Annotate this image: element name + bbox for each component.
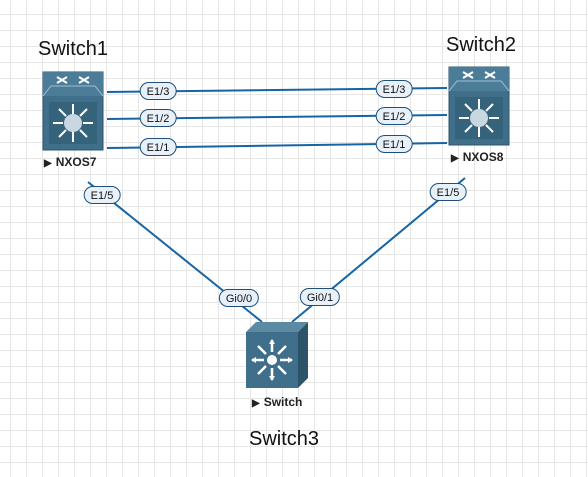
port-label: E1/5 [83,186,121,204]
switch2-device-icon[interactable] [448,66,510,146]
port-label: E1/2 [375,107,413,125]
port-label: E1/5 [429,183,467,201]
port-label: Gi0/0 [218,289,260,307]
start-icon: ▶ [451,153,459,164]
start-icon: ▶ [44,158,52,169]
port-label: E1/3 [139,82,177,100]
port-label: E1/2 [139,109,177,127]
switch1-label-text: NXOS7 [55,155,97,169]
switch2-label-text: NXOS8 [462,150,504,164]
switch3-node-label[interactable]: ▶Switch [252,395,302,409]
switch1-node-label[interactable]: ▶NXOS7 [44,155,96,169]
switch1-device-icon[interactable] [42,71,104,151]
port-label: E1/3 [375,80,413,98]
start-icon: ▶ [252,398,260,409]
port-label: E1/1 [375,135,413,153]
switch1-title: Switch1 [38,38,109,60]
switch3-device-icon[interactable] [246,322,308,388]
switch3-label-text: Switch [263,395,303,409]
switch2-title: Switch2 [446,34,517,56]
switch3-title: Switch3 [249,428,320,450]
port-label: Gi0/1 [299,288,341,306]
port-label: E1/1 [139,138,177,156]
switch2-node-label[interactable]: ▶NXOS8 [451,150,503,164]
